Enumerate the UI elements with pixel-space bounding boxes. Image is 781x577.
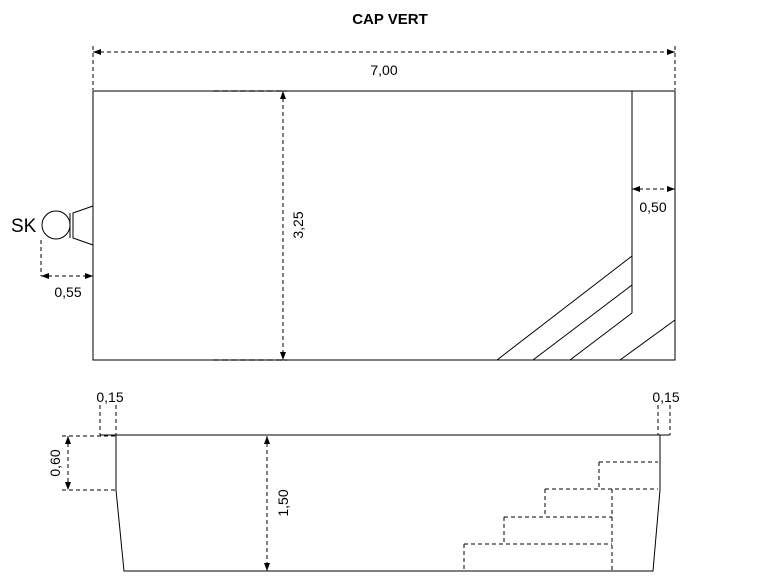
shallow-depth-label: 0,60: [47, 449, 63, 476]
length-label: 7,00: [370, 62, 397, 78]
right-wall-label: 0,15: [652, 389, 679, 405]
skimmer: SK 0,55: [11, 205, 94, 300]
section-view: 0,15 0,15 0,60 1,50: [47, 389, 680, 572]
stair-bench: [496, 91, 676, 361]
section-outline: [115, 435, 661, 572]
skimmer-label: SK: [11, 216, 37, 237]
pool-outline: [92, 90, 676, 361]
left-wall-label: 0,15: [96, 389, 123, 405]
skimmer-icon: [41, 210, 71, 240]
depth-dimension: 1,50: [264, 436, 291, 571]
section-stairs: [463, 461, 658, 571]
stair-offset-dimension: 0,50: [632, 186, 675, 215]
width-dimension: 3,25: [213, 90, 306, 361]
depth-label: 1,50: [275, 489, 291, 516]
drawing-title: CAP VERT: [352, 11, 428, 28]
shallow-depth-dimension: 0,60: [47, 435, 116, 491]
stair-offset-label: 0,50: [639, 199, 666, 215]
width-label: 3,25: [290, 211, 306, 238]
plan-view: 7,00 3,25 0,50: [11, 46, 676, 361]
skimmer-offset-label: 0,55: [54, 284, 81, 300]
length-dimension: 7,00: [92, 46, 676, 90]
